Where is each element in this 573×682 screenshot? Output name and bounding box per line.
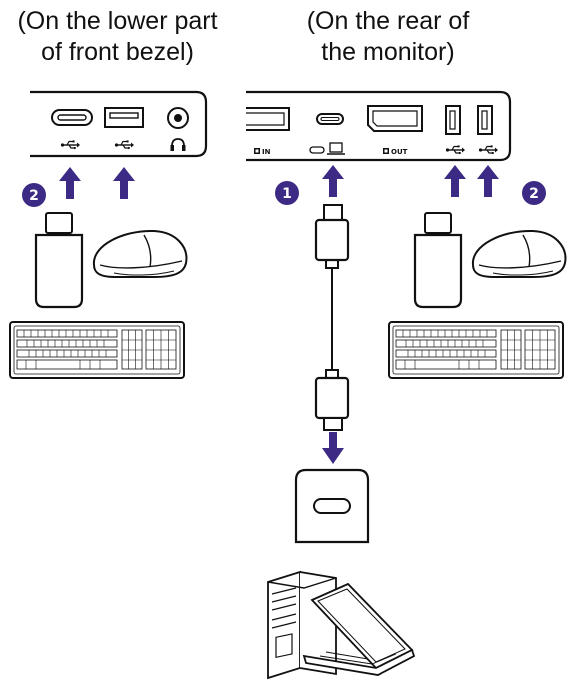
headphone-icon <box>170 138 186 151</box>
keyboard-icon <box>388 321 564 379</box>
usb-symbol-icon <box>478 144 499 155</box>
usb-symbol-icon <box>114 139 135 150</box>
rear-caption-line-2: the monitor) <box>321 38 455 66</box>
dp-out-label: OUT <box>383 148 408 156</box>
mouse-icon <box>471 229 567 278</box>
step-2-badge-right: 2 <box>522 181 546 205</box>
displayport-in-port-icon <box>246 107 290 131</box>
connect-arrow-icon <box>444 165 466 197</box>
connect-arrow-icon <box>59 167 81 199</box>
displayport-out-port-icon <box>367 105 423 132</box>
usb-c-label <box>309 142 345 155</box>
step-2-badge-left: 2 <box>22 183 46 207</box>
rear-monitor-caption: (On the rear of the monitor) <box>278 6 498 68</box>
svg-text:2: 2 <box>29 188 39 204</box>
dp-in-label: IN <box>254 148 271 156</box>
laptop-icon <box>327 142 345 155</box>
front-bezel-caption: (On the lower part of front bezel) <box>0 6 235 68</box>
usb-c-port-icon <box>316 113 344 125</box>
front-bezel-panel <box>30 90 208 158</box>
front-caption-line-2: of front bezel) <box>41 38 194 66</box>
connect-arrow-icon <box>322 165 344 197</box>
usb-flash-drive-icon <box>413 211 463 309</box>
usb-a-port-icon <box>445 105 461 135</box>
rear-monitor-panel: IN OUT <box>246 90 512 162</box>
step-1-badge: 1 <box>275 181 299 205</box>
displayport-icon <box>383 148 389 154</box>
usb-a-port-icon <box>477 105 493 135</box>
front-caption-line-1: (On the lower part <box>17 7 218 35</box>
desktop-pc-icon <box>267 570 416 680</box>
usb-c-port-icon <box>51 109 93 126</box>
displayport-icon <box>254 148 260 154</box>
usb-symbol-icon <box>60 139 81 150</box>
connect-arrow-icon <box>477 165 499 197</box>
dp-in-text: IN <box>262 148 271 156</box>
mouse-icon <box>92 229 188 278</box>
usb-flash-drive-icon <box>34 211 84 309</box>
dp-out-text: OUT <box>391 148 408 156</box>
keyboard-icon <box>9 321 185 379</box>
connect-arrow-icon <box>113 167 135 199</box>
usb-c-adapter-icon <box>294 468 370 544</box>
usb-a-port-icon <box>104 107 144 128</box>
svg-text:2: 2 <box>529 186 539 202</box>
rear-caption-line-1: (On the rear of <box>306 7 470 35</box>
svg-text:1: 1 <box>282 186 292 202</box>
connect-arrow-down-icon <box>322 432 344 464</box>
audio-jack-icon <box>167 107 189 129</box>
laptop-icon <box>302 582 416 676</box>
usb-symbol-icon <box>445 144 466 155</box>
usb-c-cable-icon <box>314 204 350 431</box>
